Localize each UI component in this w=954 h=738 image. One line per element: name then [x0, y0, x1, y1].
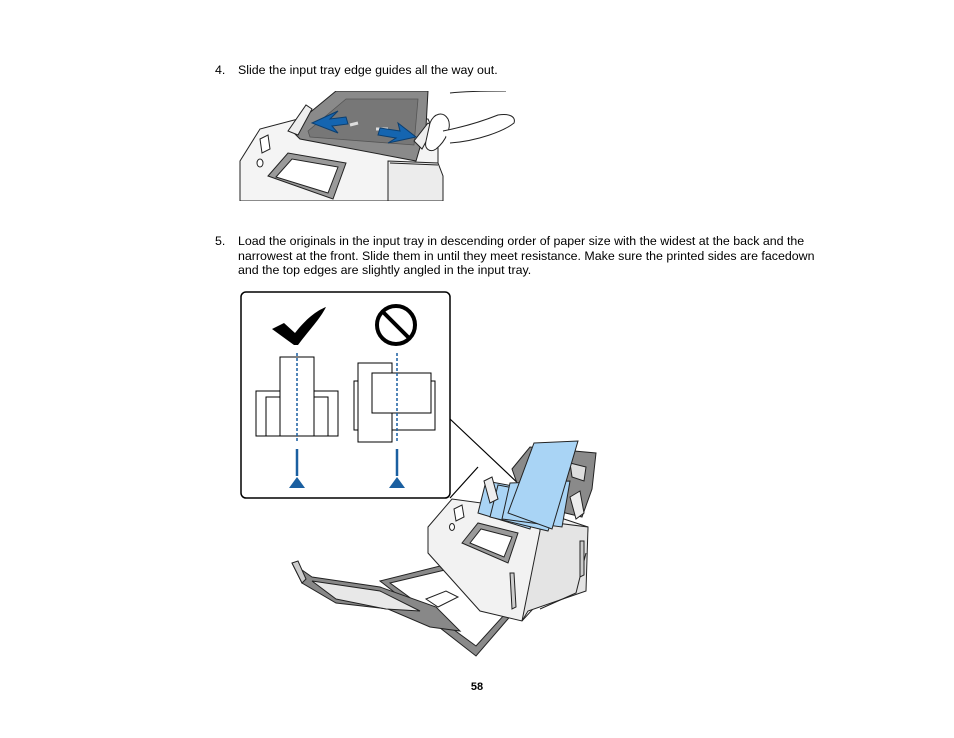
orientation-inset	[240, 291, 451, 499]
left-arrow-icon	[310, 110, 349, 134]
paper-sheet	[507, 440, 579, 530]
prohibited-icon	[375, 304, 417, 346]
loading-originals-illustration	[240, 291, 597, 657]
step-text: Slide the input tray edge guides all the…	[238, 63, 498, 77]
scanner-illustration	[291, 440, 597, 657]
step-number: 4.	[215, 63, 226, 77]
step-text: Load the originals in the input tray in …	[238, 234, 815, 278]
checkmark-icon	[272, 307, 326, 345]
tray-edge-guides-illustration	[239, 91, 515, 201]
right-arrow-icon	[377, 121, 418, 144]
center-guide-marker-icon	[389, 477, 405, 488]
center-guide-marker-icon	[289, 477, 305, 488]
step-number: 5.	[215, 234, 226, 248]
page-number: 58	[470, 681, 484, 693]
